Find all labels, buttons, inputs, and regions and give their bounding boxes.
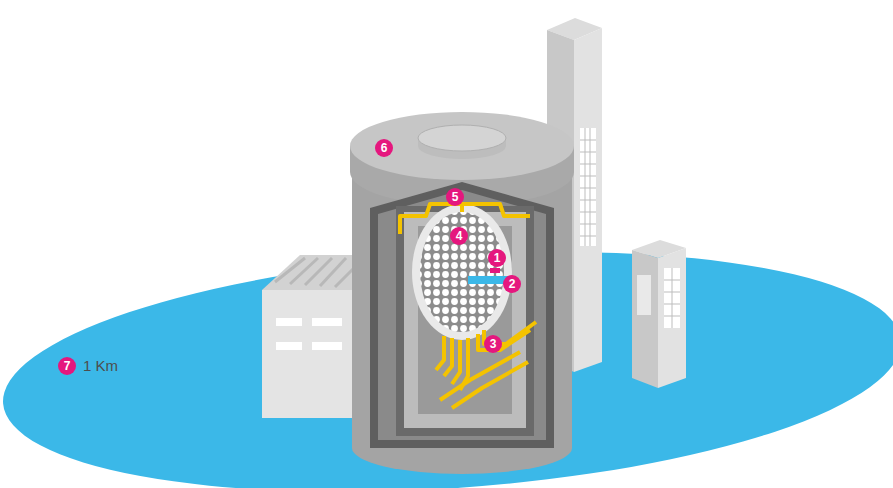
callout-number: 4: [450, 227, 468, 245]
callout-number: 5: [446, 188, 464, 206]
distance-label: 1 Km: [83, 357, 118, 375]
office-building: [632, 240, 686, 388]
reactor-building: [350, 112, 574, 474]
callout-number: 7: [58, 357, 76, 375]
turbine-building: [262, 255, 362, 418]
callout-number: 3: [484, 335, 502, 353]
callout-number: 2: [503, 275, 521, 293]
callout-number: 6: [375, 139, 393, 157]
callout-number: 1: [488, 249, 506, 267]
